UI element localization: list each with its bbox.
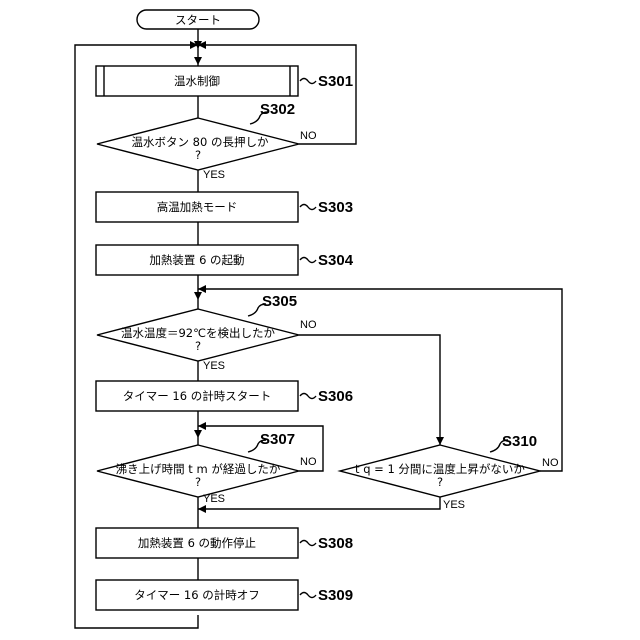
decision-s302-line2: ? xyxy=(195,148,201,162)
process-s306-label: タイマー 16 の計時スタート xyxy=(123,389,271,403)
step-tilde xyxy=(300,394,316,399)
decision-s305-line1: 温水温度＝92℃を検出したか xyxy=(121,326,276,340)
arrowhead xyxy=(198,422,206,430)
step-tilde xyxy=(300,593,316,598)
step-s303: S303 xyxy=(318,199,353,216)
step-s307: S307 xyxy=(260,431,295,448)
arrowhead xyxy=(194,292,202,300)
step-tilde xyxy=(300,258,316,263)
process-s303-label: 高温加熱モード xyxy=(157,200,238,214)
step-tilde xyxy=(300,79,316,84)
no-label-s307: NO xyxy=(300,456,317,468)
arrowhead xyxy=(436,437,444,445)
arrowhead xyxy=(198,285,206,293)
arrowhead xyxy=(194,430,202,438)
yes-path-s310 xyxy=(198,497,440,509)
decision-s310-line2: ? xyxy=(437,475,443,489)
decision-s310-line1: t q = 1 分間に温度上昇がないか xyxy=(355,462,525,476)
yes-label-s307: YES xyxy=(203,493,225,505)
process-s309-label: タイマー 16 の計時オフ xyxy=(134,588,259,602)
step-s308: S308 xyxy=(318,535,353,552)
arrowhead xyxy=(198,505,206,513)
step-s310: S310 xyxy=(502,433,537,450)
step-tilde xyxy=(300,541,316,546)
decision-s307-line2: ? xyxy=(195,475,201,489)
yes-label-s302: YES xyxy=(203,169,225,181)
step-s305: S305 xyxy=(262,293,297,310)
decision-s302-line1: 温水ボタン 80 の長押しか xyxy=(132,135,269,149)
decision-s307-line1: 沸き上げ時間 t m が経過したか xyxy=(116,462,281,476)
decision-s305-line2: ? xyxy=(195,339,201,353)
step-s302: S302 xyxy=(260,101,295,118)
process-s304-label: 加熱装置 6 の起動 xyxy=(149,253,244,267)
step-s306: S306 xyxy=(318,388,353,405)
start-label: スタート xyxy=(175,13,221,27)
yes-label-s310: YES xyxy=(443,499,465,511)
process-s308-label: 加熱装置 6 の動作停止 xyxy=(138,536,256,550)
arrowhead xyxy=(194,57,202,65)
step-s309: S309 xyxy=(318,587,353,604)
yes-label-s305: YES xyxy=(203,360,225,372)
step-s304: S304 xyxy=(318,252,354,269)
process-s301-label: 温水制御 xyxy=(174,74,220,88)
no-label-s310: NO xyxy=(542,457,559,469)
step-s301: S301 xyxy=(318,73,353,90)
step-tilde xyxy=(300,205,316,210)
no-label-s302: NO xyxy=(300,130,317,142)
no-label-s305: NO xyxy=(300,319,317,331)
